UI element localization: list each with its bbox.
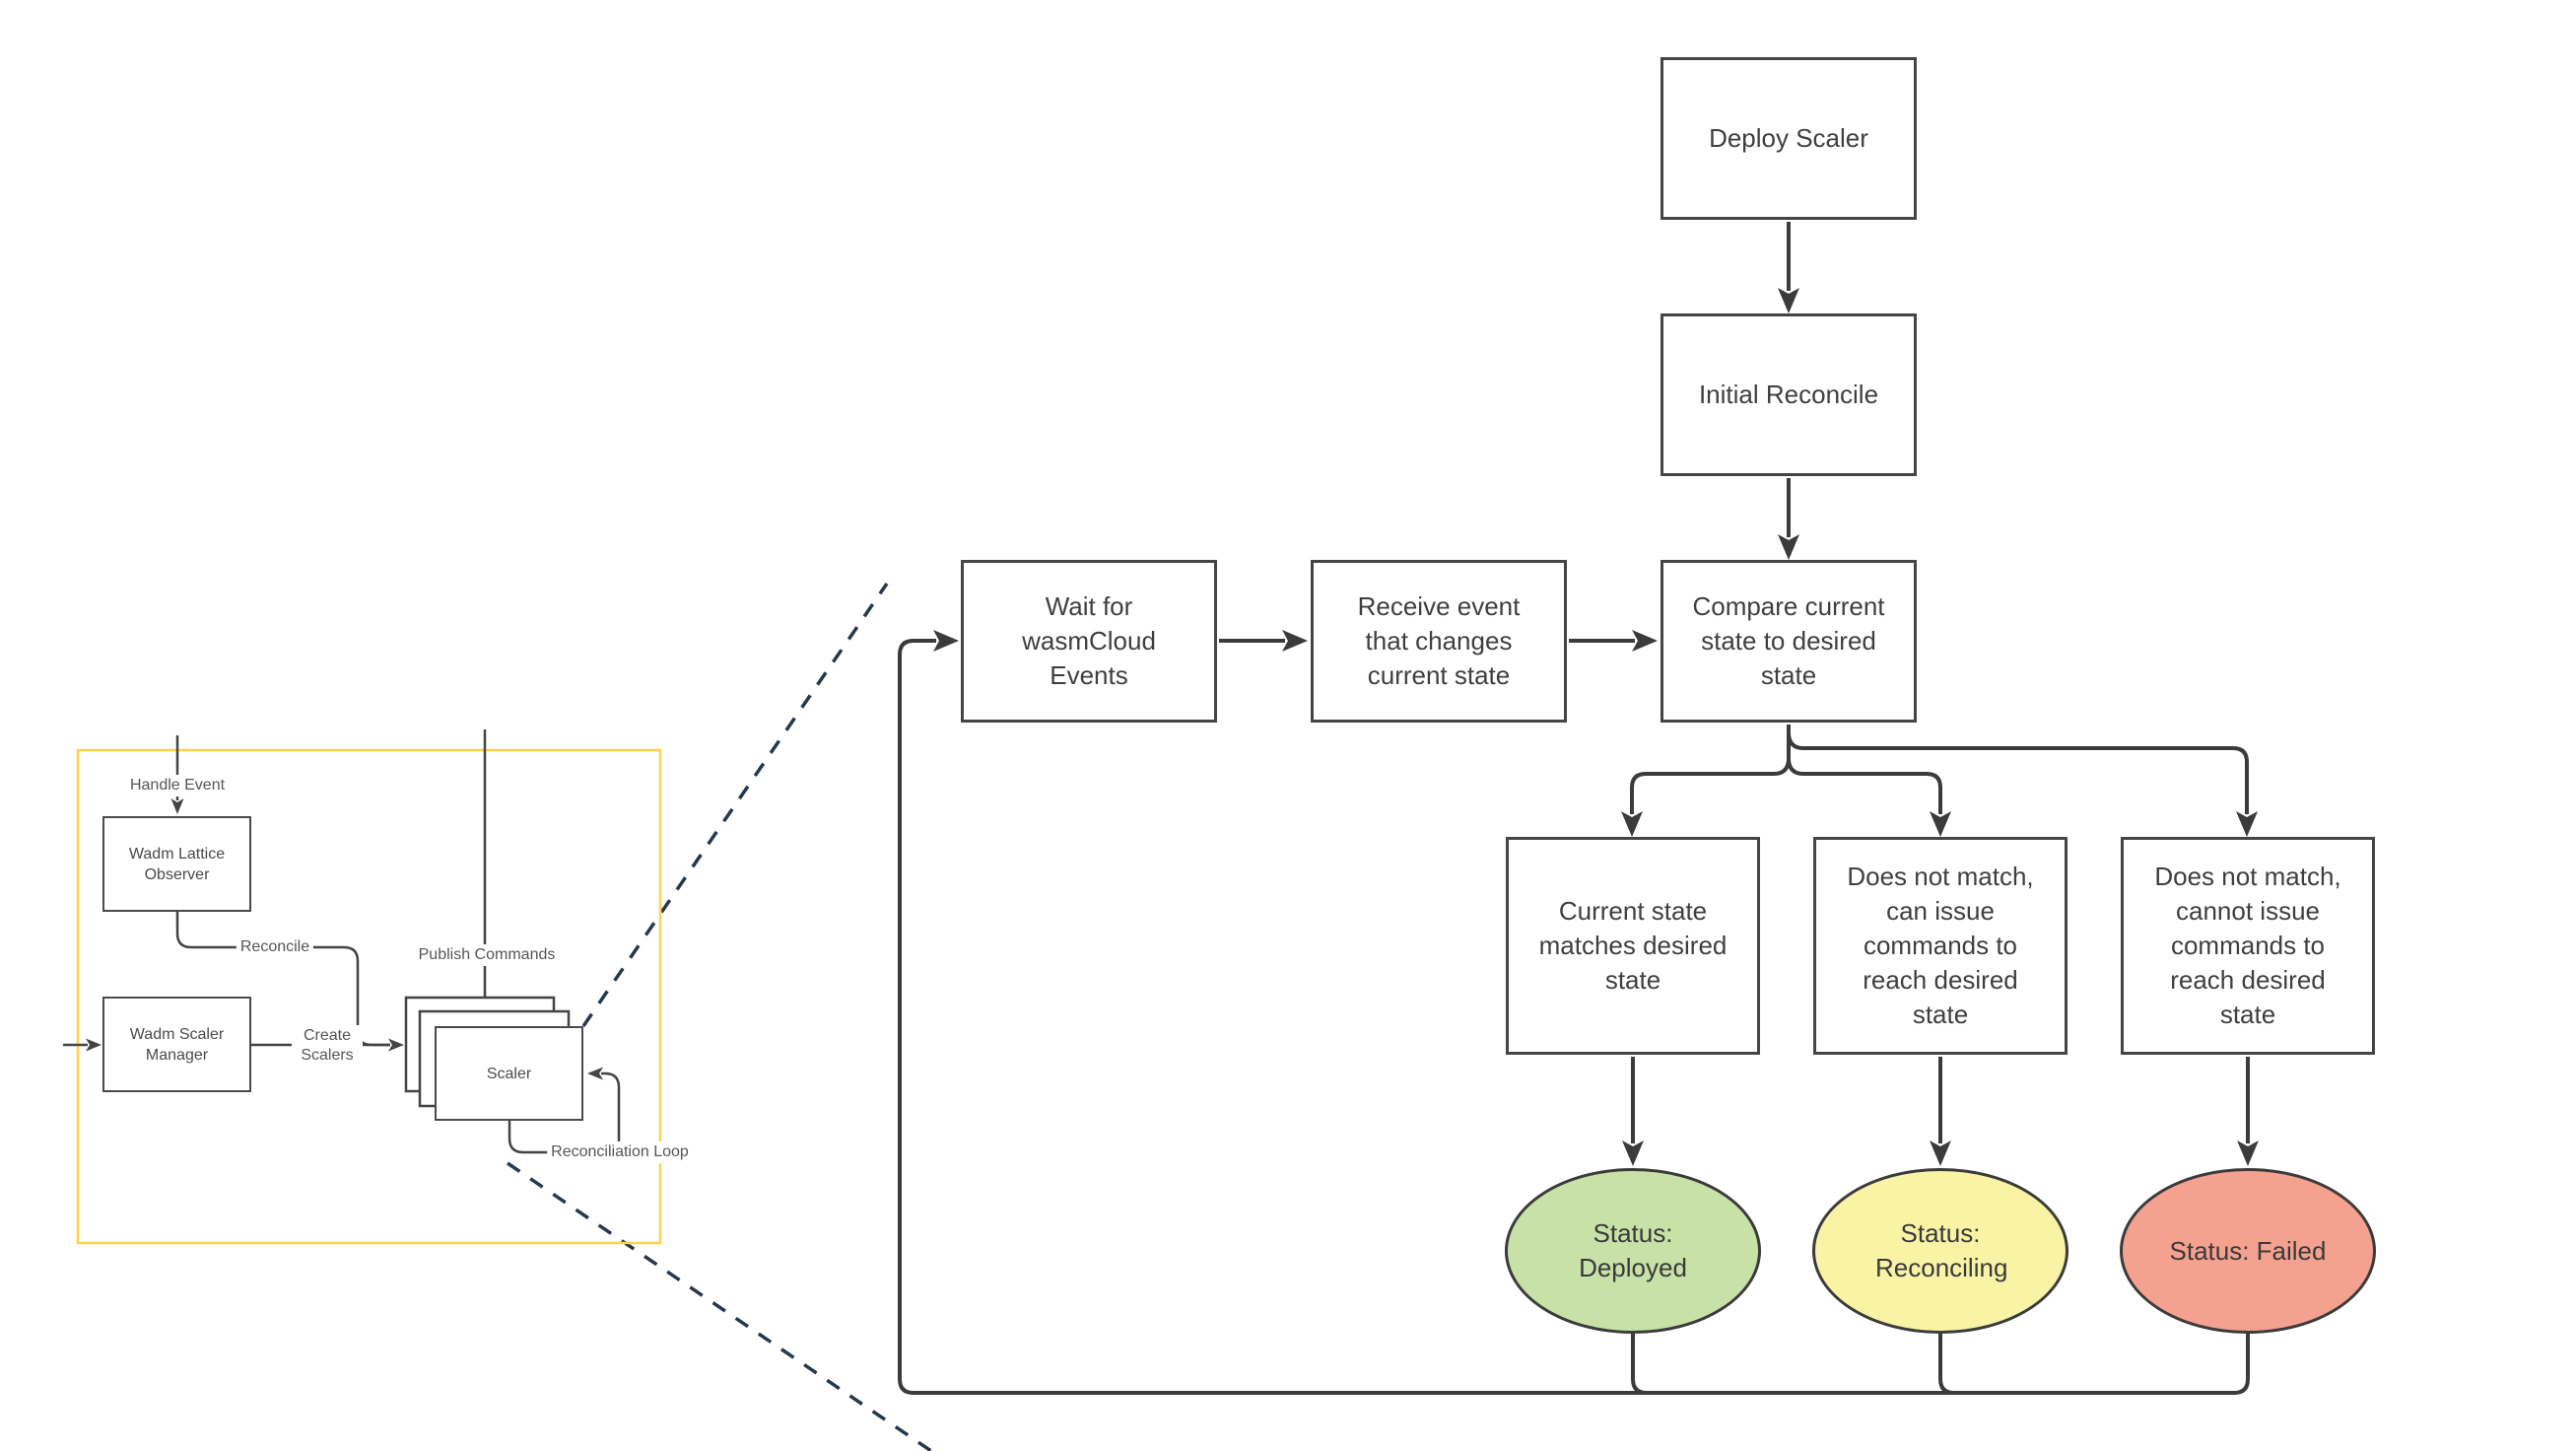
mini-box-wadm-lattice-observer-label: Wadm Lattice Observer <box>128 845 226 883</box>
status-ellipse-failed-label: Status: Failed <box>2169 1235 2327 1266</box>
mini-box-wadm-scaler-manager-label: Wadm Scaler Manager <box>129 1025 225 1064</box>
flow-box-state-matches-label: Current state matches desired state <box>1538 896 1728 995</box>
mini-label-reconciliation-loop: Reconciliation Loop <box>547 1141 693 1163</box>
mini-line-reconciliation-loop-bottom <box>508 1121 690 1154</box>
flow-box-receive-event: Receive event that changes current state <box>1311 560 1567 723</box>
mini-label-reconcile: Reconcile <box>236 936 314 958</box>
status-ellipse-reconciling-label: Status: Reconciling <box>1875 1218 2008 1282</box>
status-ellipse-failed: Status: Failed <box>2120 1168 2376 1334</box>
flow-box-deploy-scaler-label: Deploy Scaler <box>1709 123 1868 153</box>
flow-box-cannot-issue-commands-label: Does not match, cannot issue commands to… <box>2154 862 2341 1029</box>
flow-box-wait-events: Wait for wasmCloud Events <box>961 560 1217 723</box>
mini-label-publish-commands: Publish Commands <box>414 944 560 966</box>
flow-box-receive-event-label: Receive event that changes current state <box>1357 591 1521 690</box>
flow-box-initial-reconcile: Initial Reconcile <box>1661 313 1917 476</box>
zoom-guide-top-dashed-line <box>581 583 889 1027</box>
arrow-compare-to-matches <box>1621 759 1791 837</box>
mini-box-wadm-scaler-manager: Wadm Scaler Manager <box>102 997 251 1092</box>
status-ellipse-deployed-label: Status: Deployed <box>1579 1218 1687 1282</box>
status-ellipse-deployed: Status: Deployed <box>1505 1168 1761 1334</box>
flow-box-can-issue-commands: Does not match, can issue commands to re… <box>1813 837 2068 1055</box>
flow-box-wait-events-label: Wait for wasmCloud Events <box>1022 591 1156 690</box>
mini-arrow-reconciliation-loop-return <box>587 1067 621 1143</box>
flow-box-cannot-issue-commands: Does not match, cannot issue commands to… <box>2121 837 2375 1055</box>
flow-box-initial-reconcile-label: Initial Reconcile <box>1698 380 1879 409</box>
mini-box-scaler: Scaler <box>435 1026 583 1121</box>
reconciling-drop-line <box>1938 1334 1955 1395</box>
deployed-drop-line <box>1631 1334 1648 1395</box>
feedback-loop-to-wait <box>898 630 2250 1395</box>
arrow-compare-to-cannot-issue <box>1787 733 2258 837</box>
arrow-compare-to-can-issue <box>1787 759 1951 837</box>
mini-label-handle-event: Handle Event <box>125 775 230 796</box>
flow-box-deploy-scaler: Deploy Scaler <box>1661 57 1917 220</box>
status-ellipse-reconciling: Status: Reconciling <box>1812 1168 2068 1334</box>
flow-box-compare-state: Compare current state to desired state <box>1661 560 1917 723</box>
flow-box-state-matches: Current state matches desired state <box>1506 837 1760 1055</box>
mini-box-scaler-label: Scaler <box>486 1065 532 1082</box>
zoom-guide-bottom-dashed-line <box>507 1161 932 1451</box>
flow-box-can-issue-commands-label: Does not match, can issue commands to re… <box>1847 862 2034 1029</box>
zoom-guides <box>507 583 932 1451</box>
mini-label-create-scalers: Create Scalers <box>292 1025 363 1067</box>
mini-box-wadm-lattice-observer: Wadm Lattice Observer <box>102 816 251 912</box>
mini-diagram-frame <box>76 748 662 1245</box>
flow-box-compare-state-label: Compare current state to desired state <box>1692 591 1885 690</box>
main-connectors <box>898 222 2259 1395</box>
